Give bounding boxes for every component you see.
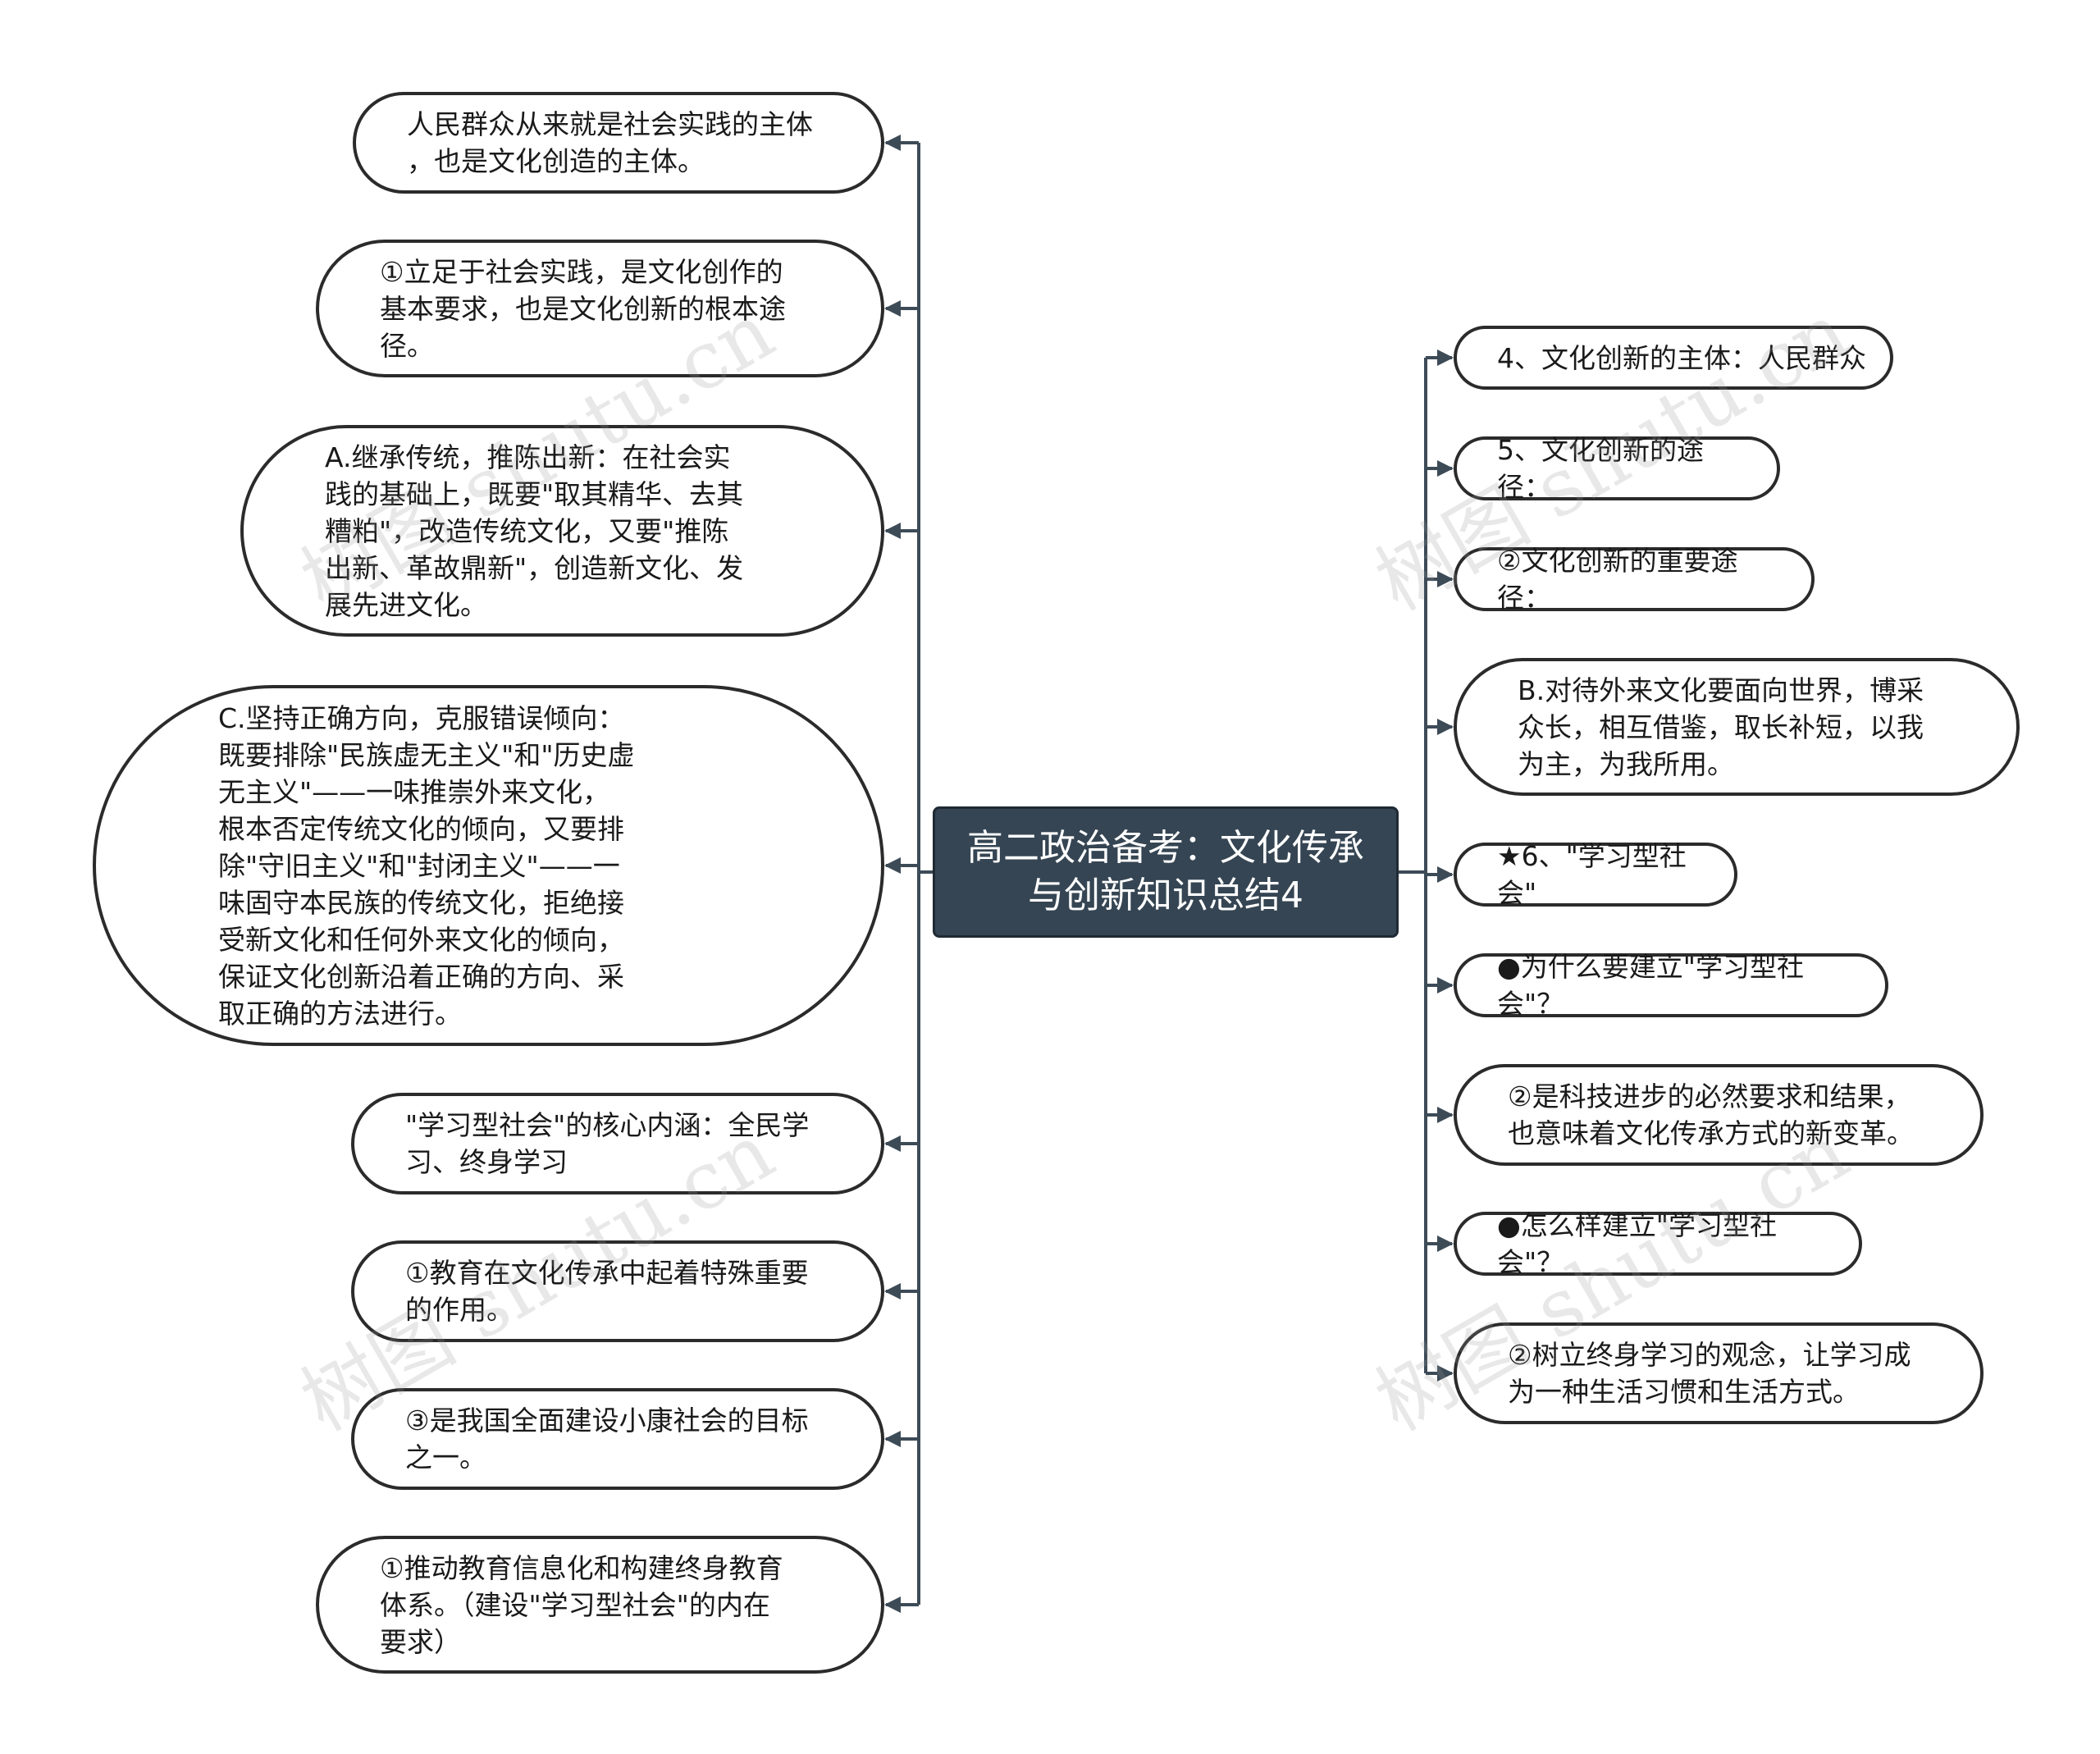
node-label: ●怎么样建立"学习型社会"？ xyxy=(1497,1209,1777,1278)
left-node-5[interactable]: "学习型社会"的核心内涵：全民学 习、终身学习 xyxy=(351,1093,884,1194)
root-topic[interactable]: 高二政治备考：文化传承 与创新知识总结4 xyxy=(933,806,1399,938)
right-node-1[interactable]: 4、文化创新的主体：人民群众 xyxy=(1454,326,1893,390)
node-label: ②文化创新的重要途径： xyxy=(1497,545,1738,614)
node-label: ●为什么要建立"学习型社会"？ xyxy=(1497,951,1804,1020)
node-label: B.对待外来文化要面向世界，博采 众长，相互借鉴，取长补短，以我 为主，为我所用… xyxy=(1518,674,1924,780)
right-node-3[interactable]: ②文化创新的重要途径： xyxy=(1454,545,1815,614)
right-node-5[interactable]: ★6、"学习型社会" xyxy=(1454,840,1737,909)
node-label: ③是我国全面建设小康社会的目标 之一。 xyxy=(405,1405,809,1473)
right-node-9[interactable]: ②树立终身学习的观念，让学习成 为一种生活习惯和生活方式。 xyxy=(1454,1322,1984,1424)
right-node-6[interactable]: ●为什么要建立"学习型社会"？ xyxy=(1454,951,1888,1020)
node-label: 人民群众从来就是社会实践的主体 ，也是文化创造的主体。 xyxy=(407,108,813,177)
right-node-7[interactable]: ②是科技进步的必然要求和结果， 也意味着文化传承方式的新变革。 xyxy=(1454,1064,1984,1166)
node-label: ①立足于社会实践，是文化创作的 基本要求，也是文化创新的根本途 径。 xyxy=(380,255,786,362)
node-label: ★6、"学习型社会" xyxy=(1497,840,1687,909)
root-topic-label: 高二政治备考：文化传承 与创新知识总结4 xyxy=(967,827,1364,916)
node-label: 4、文化创新的主体：人民群众 xyxy=(1497,341,1866,374)
left-node-1[interactable]: 人民群众从来就是社会实践的主体 ，也是文化创造的主体。 xyxy=(353,92,884,194)
node-label: ②树立终身学习的观念，让学习成 为一种生活习惯和生活方式。 xyxy=(1508,1339,1911,1408)
node-label: ②是科技进步的必然要求和结果， 也意味着文化传承方式的新变革。 xyxy=(1508,1080,1914,1149)
left-node-4[interactable]: C.坚持正确方向，克服错误倾向： 既要排除"民族虚无主义"和"历史虚 无主义"—… xyxy=(93,685,884,1046)
node-label: ①教育在文化传承中起着特殊重要 的作用。 xyxy=(405,1257,809,1326)
right-node-8[interactable]: ●怎么样建立"学习型社会"？ xyxy=(1454,1209,1862,1278)
left-node-7[interactable]: ③是我国全面建设小康社会的目标 之一。 xyxy=(351,1388,884,1490)
left-node-3[interactable]: A.继承传统，推陈出新：在社会实 践的基础上，既要"取其精华、去其 糟粕"，改造… xyxy=(240,425,884,637)
node-label: ①推动教育信息化和构建终身教育 体系。（建设"学习型社会"的内在 要求） xyxy=(380,1551,783,1658)
node-label: A.继承传统，推陈出新：在社会实 践的基础上，既要"取其精华、去其 糟粕"，改造… xyxy=(325,441,744,621)
left-node-8[interactable]: ①推动教育信息化和构建终身教育 体系。（建设"学习型社会"的内在 要求） xyxy=(316,1536,884,1674)
left-node-2[interactable]: ①立足于社会实践，是文化创作的 基本要求，也是文化创新的根本途 径。 xyxy=(316,240,884,377)
node-label: C.坚持正确方向，克服错误倾向： 既要排除"民族虚无主义"和"历史虚 无主义"—… xyxy=(218,701,635,1030)
right-node-2[interactable]: 5、文化创新的途径： xyxy=(1454,434,1780,503)
node-label: 5、文化创新的途径： xyxy=(1497,434,1704,503)
node-label: "学习型社会"的核心内涵：全民学 习、终身学习 xyxy=(405,1109,810,1178)
left-node-6[interactable]: ①教育在文化传承中起着特殊重要 的作用。 xyxy=(351,1240,884,1342)
right-node-4[interactable]: B.对待外来文化要面向世界，博采 众长，相互借鉴，取长补短，以我 为主，为我所用… xyxy=(1454,658,2020,796)
